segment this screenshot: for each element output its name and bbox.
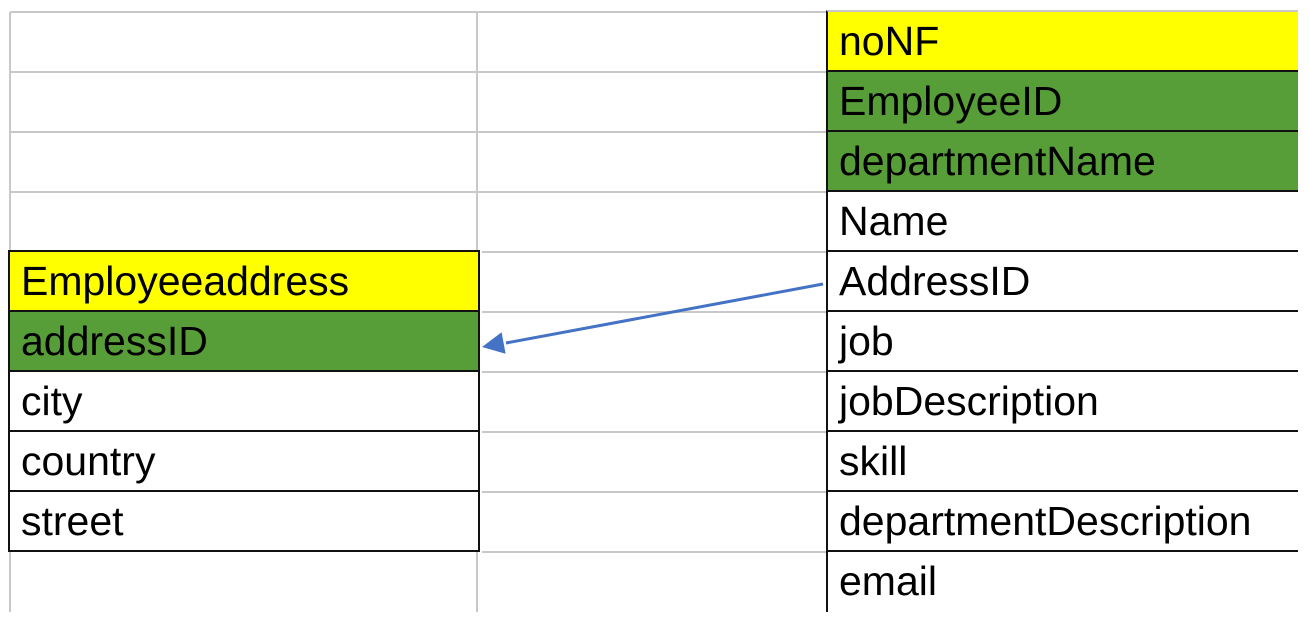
table-cell-country[interactable]: country xyxy=(8,432,480,492)
table-cell-skill[interactable]: skill xyxy=(826,432,1298,492)
table-cell-email[interactable]: email xyxy=(826,552,1298,612)
table-cell-name[interactable]: Name xyxy=(826,192,1298,252)
table-cell-employeeid[interactable]: EmployeeID xyxy=(826,72,1298,132)
gridline xyxy=(476,550,478,612)
table-cell-street[interactable]: street xyxy=(8,492,480,552)
relationship-arrow-line[interactable] xyxy=(505,282,824,345)
relationship-arrowhead-icon xyxy=(482,332,506,354)
gridline xyxy=(482,251,826,253)
gridline xyxy=(10,131,826,133)
table-cell-addressid-ref[interactable]: AddressID xyxy=(826,252,1298,312)
gridline xyxy=(482,491,826,493)
gridline xyxy=(482,311,826,313)
table-cell-departmentdescription[interactable]: departmentDescription xyxy=(826,492,1298,552)
gridline xyxy=(10,71,826,73)
gridline xyxy=(10,11,1298,13)
gridline xyxy=(482,371,826,373)
table-cell-city[interactable]: city xyxy=(8,372,480,432)
employeeaddress-table: Employeeaddress addressID city country s… xyxy=(8,250,480,552)
gridline xyxy=(482,551,826,553)
table-cell-job[interactable]: job xyxy=(826,312,1298,372)
gridline xyxy=(482,431,826,433)
table-cell-departmentname[interactable]: departmentName xyxy=(826,132,1298,192)
table-cell-jobdescription[interactable]: jobDescription xyxy=(826,372,1298,432)
gridline xyxy=(476,12,478,250)
nonf-table: noNF EmployeeID departmentName Name Addr… xyxy=(826,10,1298,612)
table-cell-employeeaddress[interactable]: Employeeaddress xyxy=(8,250,480,312)
table-cell-addressid[interactable]: addressID xyxy=(8,312,480,372)
table-cell-nonf[interactable]: noNF xyxy=(826,10,1298,72)
gridline xyxy=(10,191,826,193)
